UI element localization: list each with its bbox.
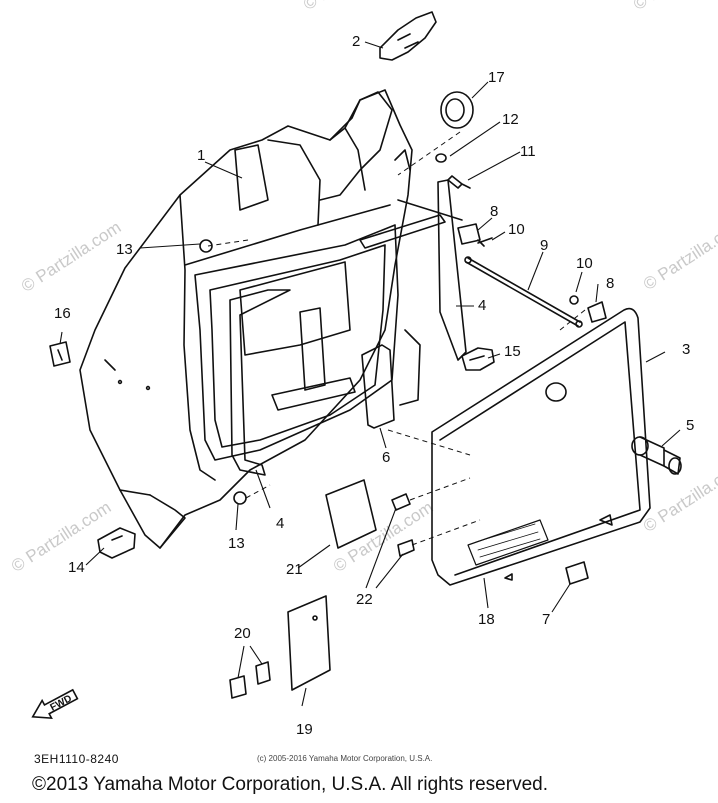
callout-19: 19	[296, 721, 313, 738]
part-21-panel	[325, 479, 377, 549]
part-22-pad-b	[397, 539, 415, 557]
copyright-notice: ©2013 Yamaha Motor Corporation, U.S.A. A…	[32, 774, 548, 795]
part-4-seal-left	[229, 289, 291, 476]
part-2-upper-bracket	[379, 11, 437, 61]
callout-2: 2	[352, 33, 361, 50]
callout-17: 17	[488, 69, 505, 86]
callout-13-upper: 13	[116, 241, 133, 258]
part-11-screw	[447, 175, 471, 189]
callout-7: 7	[542, 611, 551, 628]
part-12-washer	[435, 153, 447, 163]
part-13-bolt-upper	[199, 239, 213, 253]
callout-5: 5	[686, 417, 695, 434]
part-1-front-cowl	[79, 89, 421, 549]
callout-21: 21	[286, 561, 303, 578]
part-15-latch	[461, 347, 495, 371]
part-9-rod	[465, 257, 581, 327]
callout-3: 3	[682, 341, 691, 358]
callout-10-top: 10	[508, 221, 525, 238]
callout-20: 20	[234, 625, 251, 642]
callout-4-right: 4	[478, 297, 487, 314]
callout-15: 15	[504, 343, 521, 360]
fwd-label: FWD	[48, 693, 73, 713]
part-10-bolt-top	[477, 237, 493, 247]
part-20-clip-b	[255, 661, 271, 685]
callout-12: 12	[502, 111, 519, 128]
part-4-seal-right	[437, 179, 467, 361]
callout-18: 18	[478, 611, 495, 628]
small-copyright: (c) 2005-2016 Yamaha Motor Corporation, …	[257, 754, 433, 763]
part-8-bracket-right	[587, 301, 607, 323]
callout-14: 14	[68, 559, 85, 576]
part-19-plate	[287, 595, 331, 691]
part-13-bolt-lower	[233, 491, 247, 505]
part-20-clip-a	[229, 675, 247, 699]
callout-13-lower: 13	[228, 535, 245, 552]
callout-22: 22	[356, 591, 373, 608]
part-10-bolt-right	[569, 295, 579, 305]
part-7-pad	[565, 561, 589, 585]
callout-8-top: 8	[490, 203, 499, 220]
part-3-lid-panel	[431, 307, 651, 586]
seal-strip	[359, 214, 446, 249]
callout-16: 16	[54, 305, 71, 322]
part-16-clip	[49, 341, 71, 367]
callout-6: 6	[382, 449, 391, 466]
forward-arrow-icon: FWD	[31, 688, 79, 720]
part-5-lock	[631, 436, 682, 475]
part-17-grommet	[440, 91, 474, 129]
callout-9: 9	[540, 237, 549, 254]
callout-8-right: 8	[606, 275, 615, 292]
callout-10-right: 10	[576, 255, 593, 272]
callout-1: 1	[197, 147, 206, 164]
callout-11: 11	[520, 143, 536, 160]
part-22-pad-a	[391, 493, 411, 511]
callout-4-left: 4	[276, 515, 285, 532]
diagram-code: 3EH1110-8240	[34, 752, 119, 766]
part-14-bracket	[97, 527, 136, 559]
part-8-bracket-top	[457, 223, 481, 245]
part-6-pad	[361, 344, 395, 429]
